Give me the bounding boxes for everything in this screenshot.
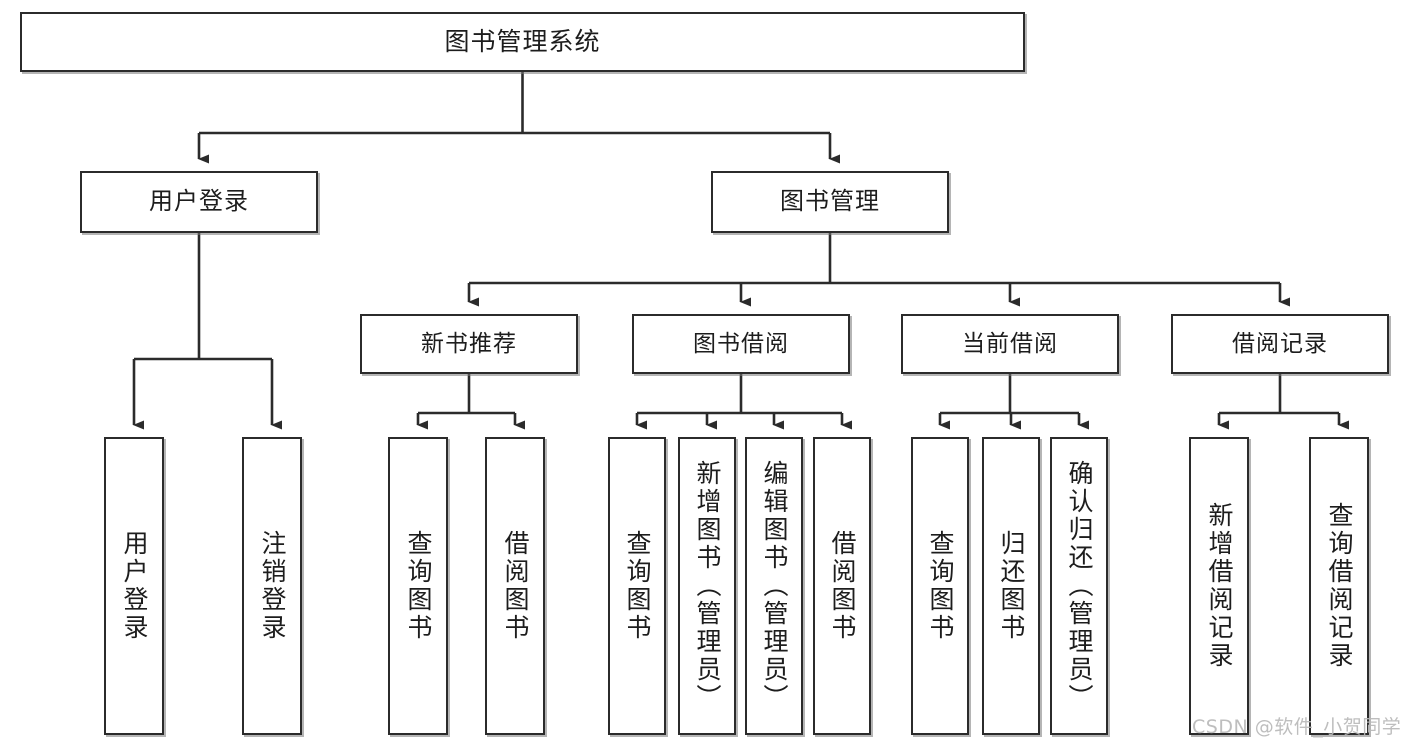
node-label: 用户登录 — [149, 187, 249, 216]
node-leaf_bb_edit[interactable]: 编辑图书（管理员） — [745, 437, 803, 735]
node-label: 图书管理系统 — [444, 26, 601, 56]
node-label: 新书推荐 — [421, 330, 517, 357]
node-leaf_log_query[interactable]: 查询借阅记录 — [1309, 437, 1369, 735]
node-label: 当前借阅 — [962, 330, 1058, 357]
node-leaf_cb_return[interactable]: 归还图书 — [982, 437, 1040, 735]
node-book_manage[interactable]: 图书管理 — [711, 171, 949, 233]
node-user_login[interactable]: 用户登录 — [80, 171, 318, 233]
csdn-watermark: CSDN @软件_小贺同学 — [1192, 716, 1402, 738]
node-label: 新增图书（管理员） — [693, 460, 722, 712]
node-leaf_rec_query[interactable]: 查询图书 — [388, 437, 448, 735]
node-label: 查询图书 — [623, 530, 652, 642]
node-leaf_log_add[interactable]: 新增借阅记录 — [1189, 437, 1249, 735]
node-leaf_bb_add[interactable]: 新增图书（管理员） — [678, 437, 736, 735]
node-leaf_cb_query[interactable]: 查询图书 — [911, 437, 969, 735]
node-label: 图书借阅 — [693, 330, 789, 357]
node-leaf_rec_borrow[interactable]: 借阅图书 — [485, 437, 545, 735]
node-label: 用户登录 — [120, 530, 149, 642]
node-leaf_bb_borrow[interactable]: 借阅图书 — [813, 437, 871, 735]
node-label: 查询图书 — [926, 530, 955, 642]
node-leaf_user_login[interactable]: 用户登录 — [104, 437, 164, 735]
node-book_borrow[interactable]: 图书借阅 — [632, 314, 850, 374]
node-borrow_log[interactable]: 借阅记录 — [1171, 314, 1389, 374]
node-label: 归还图书 — [997, 530, 1026, 642]
node-leaf_bb_query[interactable]: 查询图书 — [608, 437, 666, 735]
node-label: 借阅图书 — [501, 530, 530, 642]
node-new_book_rec[interactable]: 新书推荐 — [360, 314, 578, 374]
node-leaf_cb_confirm[interactable]: 确认归还（管理员） — [1050, 437, 1108, 735]
node-root[interactable]: 图书管理系统 — [20, 12, 1025, 72]
node-label: 借阅图书 — [828, 530, 857, 642]
node-label: 编辑图书（管理员） — [760, 460, 789, 712]
node-label: 注销登录 — [258, 530, 287, 642]
node-cur_borrow[interactable]: 当前借阅 — [901, 314, 1119, 374]
node-label: 查询图书 — [404, 530, 433, 642]
node-leaf_user_logout[interactable]: 注销登录 — [242, 437, 302, 735]
node-label: 图书管理 — [780, 187, 880, 216]
node-label: 新增借阅记录 — [1205, 502, 1234, 670]
node-label: 借阅记录 — [1232, 330, 1328, 357]
node-label: 确认归还（管理员） — [1065, 460, 1094, 712]
node-label: 查询借阅记录 — [1325, 502, 1354, 670]
